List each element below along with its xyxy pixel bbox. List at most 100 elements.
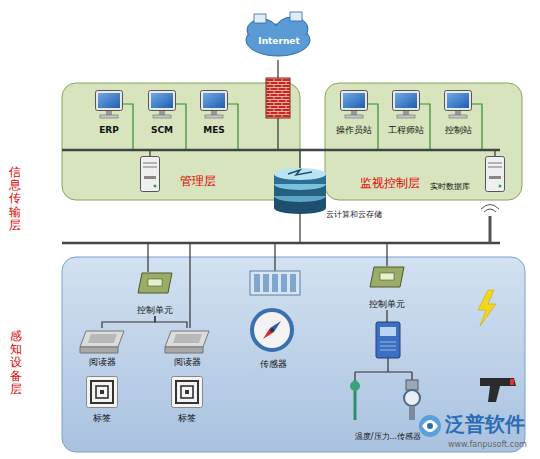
barcode-gun-part [480,378,516,402]
layer-label: 信息传输层 [9,166,21,232]
watermark-logo [419,415,441,437]
management-panel-part [62,83,300,200]
pc-stems-part [472,104,482,150]
internet-cloud [246,12,310,56]
wires-part [386,243,387,266]
watermark: 泛普软件 [445,412,525,436]
pc-stems [123,104,482,150]
layer-panel: 监视控制层操作员站工程师站控制站实时数据库 [325,83,522,200]
node-text: Internet [258,36,299,47]
node-text: SCM [151,125,173,136]
plc-module-part [254,274,260,292]
pc-stems-part [228,104,238,150]
antenna [481,205,499,244]
temperature-pressure-sensors-part [406,380,418,390]
wires-part [274,243,275,272]
compass-sensor-part [270,328,274,332]
reader-device: 阅读器 [78,328,126,368]
pc-icons-part [445,91,472,119]
node-text: 工程师站 [388,125,424,136]
control-unit: 控制单元 [130,270,180,316]
wires-part [299,214,300,243]
pc-icons-part [393,91,420,119]
node-text: 云计算和云存储 [326,210,382,220]
reader-device: 阅读器 [163,328,211,368]
node-text: ERP [99,125,119,136]
layer-panel: 管理层 ERP SCM MES [62,83,300,200]
node-text: 控制单元 [369,299,405,310]
node-text: 标签 [93,413,111,424]
wires-part [189,243,190,328]
server-icons [141,157,505,192]
connector-line [102,316,155,328]
watermark-url: www.fanpusoft.com [448,440,527,450]
node-text: 阅读器 [89,357,116,368]
antenna-part [481,205,499,213]
wires-part [147,243,148,272]
server-node: 实时数据库 [430,153,506,195]
management-panel [62,83,300,200]
internet-cloud-part [254,14,266,23]
plc-module-part [290,274,296,292]
control-unit: 控制单元 [362,264,412,310]
tags-part [172,377,203,408]
plc-module-part [250,271,300,295]
tag-device: 标签 [84,374,120,424]
readers [80,331,209,353]
internet-cloud-part [290,12,302,21]
compass-sensor-part [263,328,274,339]
node-text: 感知设备层 [10,330,22,396]
watermark-logo-part [422,420,438,432]
plc-module-part [281,274,287,292]
pc-stems-part [176,104,186,150]
watermark-logo-part [427,423,433,429]
computer-node: SCM [142,88,182,136]
plc-module-part [263,274,269,292]
io-module-part [376,322,400,358]
node-text: 标签 [178,413,196,424]
temperature-pressure-sensors-part [404,390,420,406]
server-icons-part [486,157,505,192]
firewall [266,78,290,118]
sensing-panel [62,257,525,452]
tags-part [87,377,118,408]
io-module-part [380,342,396,350]
bus-lines-part [62,149,500,152]
node-text: 管理层 [180,174,216,188]
cloud-node: Internet [245,12,313,62]
temperature-pressure-sensors-part [350,381,360,391]
computer-node: 控制站 [438,88,478,136]
pc-icons-part [201,91,228,119]
wires-part [355,371,412,372]
plc-module [250,271,300,295]
temperature-pressure-sensors-part [409,406,415,420]
pc-icons-part [96,91,123,119]
tags [87,377,203,408]
wires-part [277,118,278,150]
cloud-storage-icon-part [288,170,312,175]
watermark-logo-part [419,415,441,437]
control-units-part [138,273,172,293]
cloud-storage-icon [274,168,326,214]
bus-lines [62,150,500,243]
monitor-panel [325,83,522,200]
wires [148,60,495,380]
pc-icons-part [149,91,176,119]
cloud-storage-icon-part [274,168,326,180]
node-text: MES [203,125,225,136]
wires-part [277,60,278,78]
sensing-panel-part [62,257,525,452]
computer-node: 工程师站 [386,88,426,136]
node-text: 阅读器 [174,357,201,368]
plc-module-part [272,274,278,292]
sensor-device: 传感器 [244,268,302,370]
pc-icons [96,91,472,119]
wireless-bolt-part [478,290,496,326]
readers-part [165,331,209,353]
connector-line [155,316,187,328]
computer-node: MES [194,88,234,136]
bus-lines-part [62,242,500,245]
computer-node: 操作员站 [334,88,374,136]
